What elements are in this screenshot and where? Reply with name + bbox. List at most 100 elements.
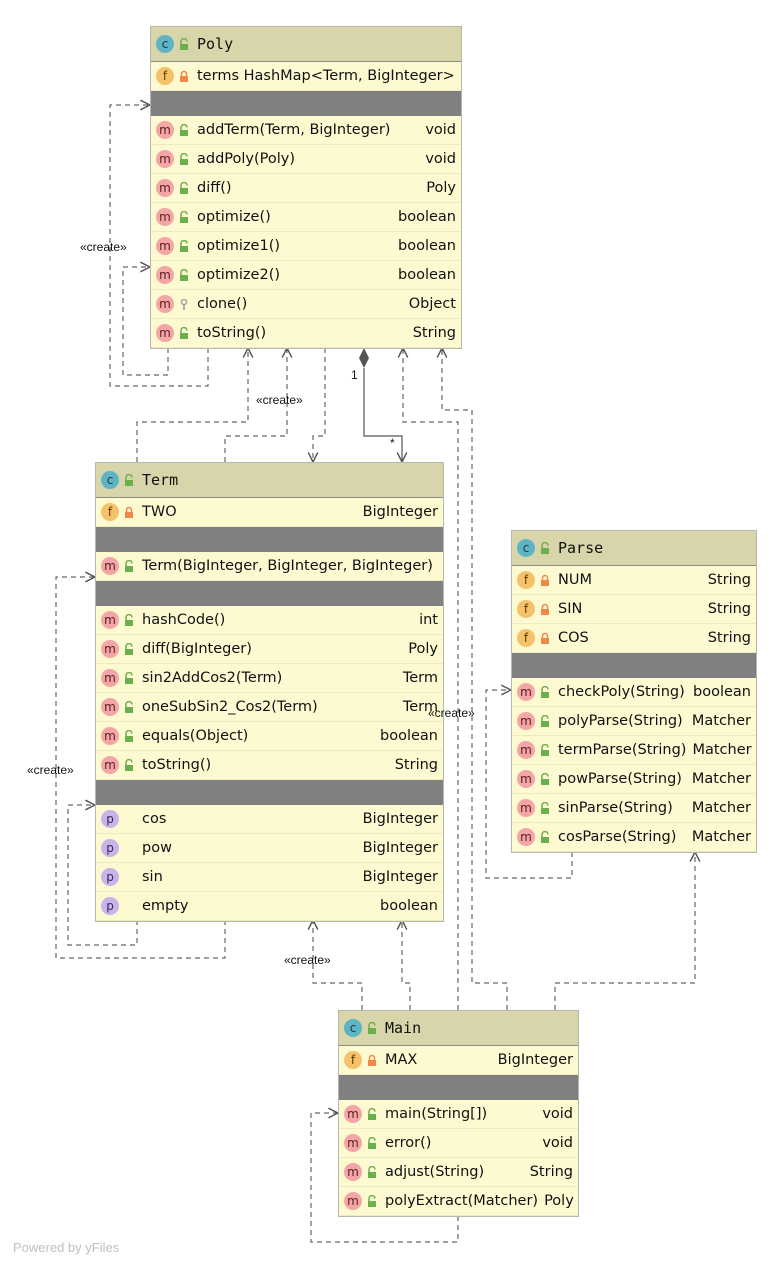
member-name: optimize()	[197, 209, 271, 225]
member-type: Matcher	[691, 713, 751, 729]
member-type: String	[529, 1164, 573, 1180]
private-lock-icon	[180, 70, 188, 82]
edge-term-self-1	[67, 805, 138, 946]
method-icon: m	[517, 799, 535, 817]
member-name: cosParse(String)	[558, 829, 677, 845]
member-type: boolean	[693, 684, 751, 700]
member-name: termParse(String)	[558, 742, 687, 758]
section-separator	[512, 653, 756, 678]
member-name: TWO	[142, 504, 177, 520]
member-type: boolean	[380, 728, 438, 744]
member-name: COS	[558, 630, 589, 646]
public-lock-open-icon	[180, 153, 188, 165]
field-icon: f	[156, 67, 174, 85]
public-lock-open-icon	[541, 715, 549, 727]
method-icon: m	[344, 1134, 362, 1152]
method-icon: m	[156, 179, 174, 197]
edge-poly-term-composition	[359, 348, 402, 462]
member-type: boolean	[398, 209, 456, 225]
member-row[interactable]: m main(String[]) void	[339, 1100, 578, 1129]
section-separator	[96, 780, 443, 805]
method-icon: m	[344, 1163, 362, 1181]
edge-term-self-create	[55, 577, 226, 959]
member-type: Term	[402, 670, 438, 686]
create-label: «create»	[27, 763, 74, 777]
member-row[interactable]: m adjust(String) String	[339, 1158, 578, 1187]
public-lock-open-icon	[180, 211, 188, 223]
method-icon: m	[101, 557, 119, 575]
method-icon: m	[101, 727, 119, 745]
member-row[interactable]: m equals(Object) boolean	[96, 722, 443, 751]
section-separator	[339, 1075, 578, 1100]
method-icon: m	[344, 1192, 362, 1210]
class-icon: c	[517, 539, 535, 557]
member-type: void	[542, 1106, 573, 1122]
member-name: error()	[385, 1135, 432, 1151]
private-lock-icon	[368, 1054, 376, 1066]
member-type: void	[425, 151, 456, 167]
public-lock-open-icon	[368, 1195, 376, 1207]
public-lock-open-icon	[368, 1137, 376, 1149]
edge-main-self	[310, 1113, 459, 1243]
member-name: sinParse(String)	[558, 800, 673, 816]
member-type: Matcher	[691, 829, 751, 845]
create-label: «create»	[256, 393, 303, 407]
create-label: «create»	[284, 953, 331, 967]
method-icon: m	[344, 1105, 362, 1123]
public-lock-open-icon	[541, 686, 549, 698]
member-name: addPoly(Poly)	[197, 151, 296, 167]
public-lock-open-icon	[541, 542, 549, 554]
create-label: «create»	[428, 706, 475, 720]
member-name: main(String[])	[385, 1106, 488, 1122]
field-icon: f	[101, 503, 119, 521]
member-type: String	[707, 572, 751, 588]
public-lock-open-icon	[125, 474, 133, 486]
property-icon: p	[101, 839, 119, 857]
edge-poly-term	[313, 348, 326, 462]
member-name: adjust(String)	[385, 1164, 485, 1180]
edge-poly-self-create-1	[109, 105, 209, 387]
public-lock-open-icon	[541, 831, 549, 843]
member-name: equals(Object)	[142, 728, 249, 744]
